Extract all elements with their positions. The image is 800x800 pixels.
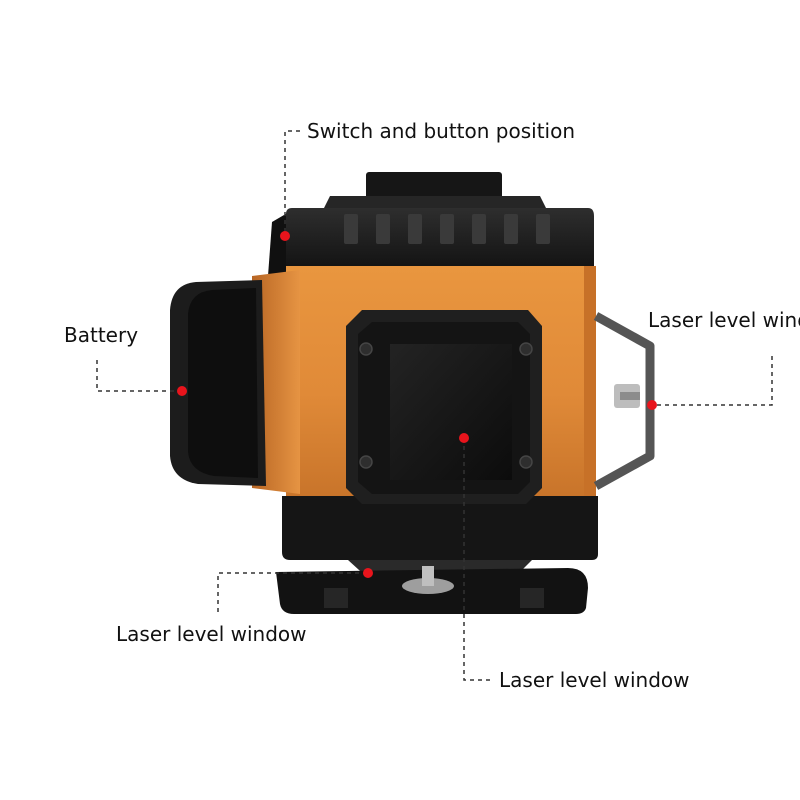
- side-bracket: [593, 312, 655, 490]
- base-plate: [276, 560, 588, 614]
- switch-label: Switch and button position: [307, 119, 576, 143]
- side-window-marker-icon: [647, 400, 657, 410]
- upper-bumper: [286, 208, 594, 270]
- markers: [177, 231, 657, 578]
- bottom-window-label: Laser level window: [116, 622, 307, 646]
- front-window-frame: [346, 310, 542, 504]
- front-window-leader-line: [463, 438, 492, 681]
- side-window-label: Laser level window: [648, 308, 800, 332]
- bottom-window-leader-line: [217, 572, 368, 612]
- vent-slots: [344, 214, 550, 244]
- battery-label: Battery: [64, 323, 139, 347]
- bottom-window-marker-icon: [363, 568, 373, 578]
- screw-icons: [359, 342, 533, 469]
- battery-marker-icon: [177, 386, 187, 396]
- battery-pack: [170, 280, 266, 486]
- battery-leader-line: [96, 360, 182, 392]
- switch-marker-icon: [280, 231, 290, 241]
- front-window-marker-icon: [459, 433, 469, 443]
- lower-bumper: [282, 496, 598, 560]
- front-window-label: Laser level window: [499, 668, 690, 692]
- side-window-leader-line: [652, 356, 773, 406]
- leader-lines: [96, 130, 773, 681]
- top-cap: [322, 172, 548, 212]
